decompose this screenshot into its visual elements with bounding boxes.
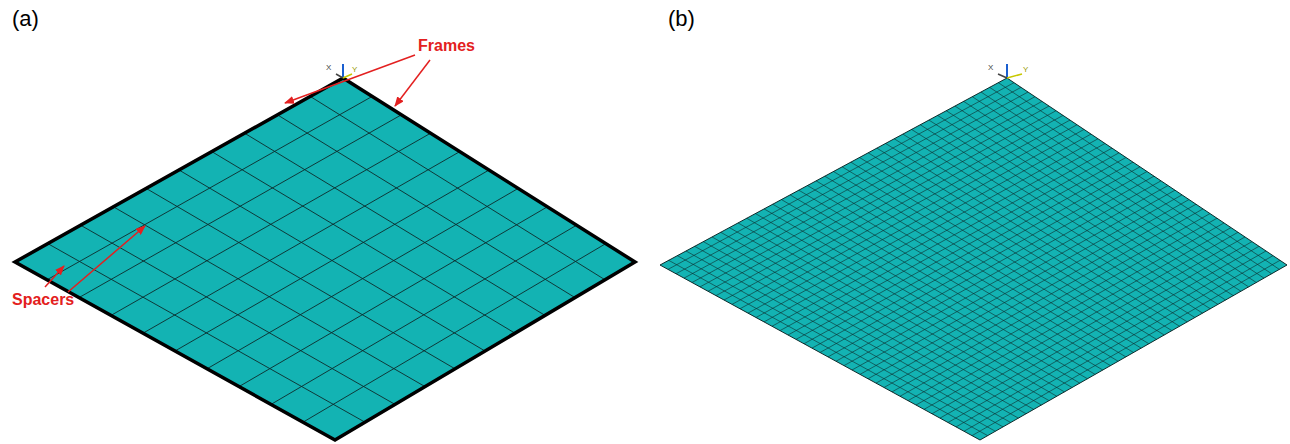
plate-coarse (15, 78, 635, 440)
panel-label: (a) (12, 8, 39, 30)
leader-arrows (45, 55, 430, 292)
axis-label: Y (1023, 66, 1028, 74)
panel-label: (b) (668, 8, 695, 30)
callout-label: Spacers (12, 292, 74, 308)
plate-fine (660, 78, 1287, 440)
axis-label: X (326, 64, 331, 72)
axis-label: X (988, 64, 993, 72)
axis-label: Y (352, 66, 357, 74)
axis-triad (336, 64, 1022, 78)
callout-label: Frames (418, 38, 475, 54)
